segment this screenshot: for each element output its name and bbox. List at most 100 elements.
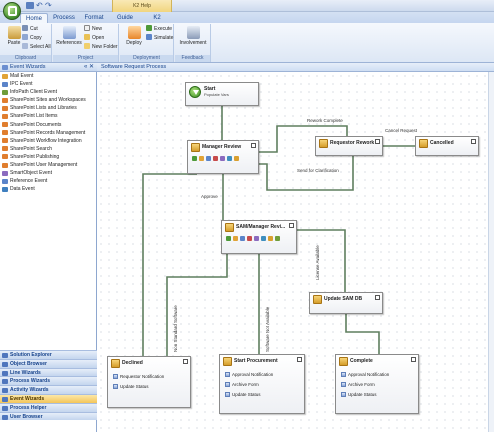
- event-icon[interactable]: [247, 236, 252, 241]
- wizard-item[interactable]: Data Event: [0, 185, 97, 193]
- simulate-button[interactable]: Simulate: [146, 34, 173, 42]
- collapse-icon[interactable]: [251, 143, 256, 148]
- simulate-label: Simulate: [154, 35, 174, 41]
- event-icon: [225, 372, 230, 377]
- wizard-item[interactable]: IPC Event: [0, 80, 97, 88]
- wizard-item[interactable]: InfoPath Client Event: [0, 88, 97, 96]
- node-event-row[interactable]: Approval Notification: [225, 371, 273, 378]
- event-icon[interactable]: [192, 156, 197, 161]
- collapse-icon[interactable]: [375, 295, 380, 300]
- nav-section-activity-wizards[interactable]: Activity Wizards: [0, 385, 97, 394]
- connector-manager-to-declined[interactable]: [142, 173, 197, 356]
- connector-send-for-clarification[interactable]: [259, 156, 354, 191]
- references-button[interactable]: References: [55, 26, 83, 52]
- wizard-item[interactable]: SharePoint List Items: [0, 112, 97, 120]
- event-icon[interactable]: [234, 156, 239, 161]
- event-icon[interactable]: [220, 156, 225, 161]
- event-icon[interactable]: [275, 236, 280, 241]
- involvement-button[interactable]: Involvement: [178, 26, 208, 52]
- connector-update-to-complete[interactable]: [345, 314, 380, 354]
- wizard-item[interactable]: Reference Event: [0, 177, 97, 185]
- wizard-item[interactable]: SharePoint Lists and Libraries: [0, 104, 97, 112]
- connector-rework-complete[interactable]: [259, 125, 348, 153]
- wizard-item[interactable]: SmartObject Event: [0, 169, 97, 177]
- copy-button[interactable]: Copy: [22, 34, 42, 42]
- redo-icon[interactable]: ↷: [45, 1, 52, 10]
- event-icon[interactable]: [240, 236, 245, 241]
- execute-button[interactable]: Execute: [146, 25, 172, 33]
- wizard-item[interactable]: SharePoint Sites and Workspaces: [0, 96, 97, 104]
- application-menu-button[interactable]: [3, 2, 21, 20]
- node-sam-manager-review[interactable]: SAM/Manager Revi...: [221, 220, 297, 254]
- open-button[interactable]: Open: [84, 34, 104, 42]
- event-icon[interactable]: [226, 236, 231, 241]
- tab-process[interactable]: Process: [53, 15, 75, 21]
- nav-section-process-helper[interactable]: Process Helper: [0, 402, 97, 412]
- node-title: Requestor Rework: [330, 140, 375, 146]
- node-event-row[interactable]: Requestor Notification: [113, 373, 164, 380]
- cut-button[interactable]: Cut: [22, 25, 38, 33]
- tab-home[interactable]: Home: [20, 13, 48, 23]
- collapse-icon[interactable]: [375, 139, 380, 144]
- paste-button[interactable]: Paste: [1, 26, 27, 52]
- deploy-button[interactable]: Deploy: [121, 26, 147, 52]
- node-manager-review[interactable]: Manager Review: [187, 140, 259, 174]
- panel-controls[interactable]: « ✕: [83, 64, 94, 70]
- connector-license-available[interactable]: [297, 229, 346, 292]
- tab-k2-connects[interactable]: K2 Connects: [144, 15, 169, 31]
- save-icon[interactable]: [26, 2, 34, 9]
- node-update-sam-db[interactable]: Update SAM DB: [309, 292, 383, 314]
- node-requestor-rework[interactable]: Requestor Rework: [315, 136, 383, 156]
- vertical-scrollbar[interactable]: [488, 72, 494, 432]
- collapse-icon[interactable]: [297, 357, 302, 362]
- section-icon: [2, 361, 8, 367]
- wizard-item[interactable]: SharePoint Records Management: [0, 129, 97, 137]
- event-icon[interactable]: [268, 236, 273, 241]
- activity-icon: [111, 359, 120, 368]
- collapse-icon[interactable]: [411, 357, 416, 362]
- collapse-icon[interactable]: [183, 359, 188, 364]
- event-icon[interactable]: [206, 156, 211, 161]
- event-icon[interactable]: [261, 236, 266, 241]
- wizard-icon: [2, 65, 8, 70]
- wizard-item[interactable]: SharePoint Publishing: [0, 153, 97, 161]
- nav-section-process-wizards[interactable]: Process Wizards: [0, 376, 97, 386]
- wizard-item[interactable]: SharePoint User Management: [0, 161, 97, 169]
- tab-format[interactable]: Format: [84, 15, 104, 21]
- node-event-row[interactable]: Archive Form: [225, 381, 259, 388]
- new-button[interactable]: New: [84, 25, 102, 33]
- connector-non-standard-software[interactable]: [166, 254, 228, 356]
- collapse-icon[interactable]: [289, 223, 294, 228]
- wizard-item[interactable]: SharePoint Documents: [0, 121, 97, 129]
- event-icon[interactable]: [254, 236, 259, 241]
- undo-icon[interactable]: ↶: [36, 1, 43, 10]
- node-cancelled[interactable]: Cancelled: [415, 136, 479, 156]
- select-all-button[interactable]: Select All: [22, 43, 51, 51]
- node-event-row[interactable]: Archive Form: [341, 381, 375, 388]
- node-event-row[interactable]: Approval Notification: [341, 371, 389, 378]
- nav-section-event-wizards[interactable]: Event Wizards: [0, 393, 97, 403]
- nav-section-user-browser[interactable]: User Browser: [0, 411, 97, 421]
- event-icon[interactable]: [199, 156, 204, 161]
- node-event-row[interactable]: Update Status: [113, 383, 149, 390]
- nav-section-line-wizards[interactable]: Line Wizards: [0, 367, 97, 377]
- collapse-icon[interactable]: [471, 139, 476, 144]
- event-icon[interactable]: [233, 236, 238, 241]
- node-event-row[interactable]: Update Status: [341, 391, 377, 398]
- wizard-item[interactable]: Mail Event: [0, 72, 97, 80]
- nav-section-solution-explorer[interactable]: Solution Explorer: [0, 350, 97, 359]
- event-icon[interactable]: [213, 156, 218, 161]
- nav-section-object-browser[interactable]: Object Browser: [0, 358, 97, 368]
- context-tab-header: K2 Help: [112, 0, 172, 12]
- tab-guide[interactable]: Guide: [116, 15, 133, 21]
- new-folder-button[interactable]: New Folder: [84, 43, 118, 51]
- event-icon[interactable]: [227, 156, 232, 161]
- wizard-item[interactable]: SharePoint Search: [0, 145, 97, 153]
- node-event-row[interactable]: Update Status: [225, 391, 261, 398]
- wizard-item[interactable]: SharePoint Workflow Integration: [0, 137, 97, 145]
